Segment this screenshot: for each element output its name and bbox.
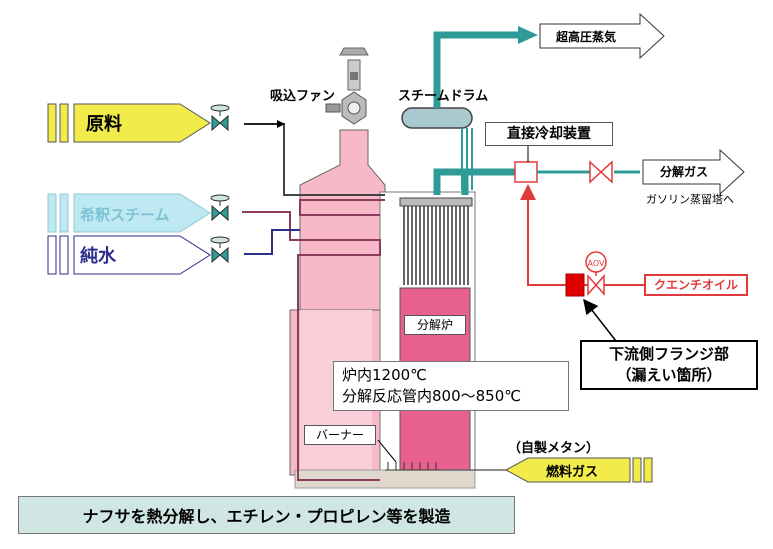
valve-icon[interactable] xyxy=(589,160,613,184)
super-high-steam-arrow xyxy=(539,12,665,60)
fan-icon xyxy=(325,91,367,125)
flange-line-1: 下流側フランジ部 xyxy=(608,345,729,363)
steam-drum xyxy=(401,107,473,129)
valve-icon[interactable] xyxy=(210,194,230,222)
burner-pointer xyxy=(377,439,397,463)
to-gasoline-label: ガソリン蒸留塔へ xyxy=(646,193,734,206)
flange-leak-icon xyxy=(565,273,585,297)
cracking-furnace-label: 分解炉 xyxy=(404,315,466,335)
feed-dilution-steam xyxy=(47,193,211,233)
quench-oil-label: クエンチオイル xyxy=(644,274,748,296)
quench-oil-line xyxy=(520,184,644,286)
temperature-note: 炉内1200℃ 分解反応管内800～850℃ xyxy=(333,361,569,411)
feed-label-raw: 原料 xyxy=(86,113,122,135)
feed-raw-material xyxy=(47,103,211,143)
burner-label: バーナー xyxy=(304,425,376,445)
feed-pure-water xyxy=(47,235,211,275)
reaction-tubes xyxy=(403,205,469,285)
super-steam-label: 超高圧蒸気 xyxy=(555,29,616,44)
feed-label-steam: 希釈スチーム xyxy=(80,206,170,224)
stack xyxy=(339,47,369,91)
burners xyxy=(385,462,440,471)
drum-label: スチームドラム xyxy=(398,89,488,104)
steam-arrow-icon xyxy=(518,26,538,44)
fuel-gas-input xyxy=(504,457,653,483)
temperature-line-furnace: 炉内1200℃ xyxy=(342,366,428,384)
caption: ナフサを熱分解し、エチレン・プロピレン等を製造 xyxy=(18,496,515,534)
cracked-gas-label: 分解ガス xyxy=(660,164,708,179)
fan-label: 吸込ファン xyxy=(270,88,335,104)
methane-label: （自製メタン） xyxy=(508,440,599,456)
leak-pointer xyxy=(583,298,617,342)
valve-icon[interactable] xyxy=(587,274,605,296)
direct-cooler-label: 直接冷却装置 xyxy=(485,122,613,146)
flange-leak-note: 下流側フランジ部 （漏えい箇所） xyxy=(580,340,758,390)
valve-icon[interactable] xyxy=(210,236,230,264)
feed-label-water: 純水 xyxy=(80,245,117,267)
fuel-gas-label: 燃料ガス xyxy=(546,464,598,480)
direct-cooler xyxy=(514,161,538,183)
valve-icon[interactable] xyxy=(210,104,230,132)
flange-line-2: （漏えい箇所） xyxy=(616,366,722,384)
temperature-line-tubes: 分解反応管内800～850℃ xyxy=(342,387,522,405)
drum-connections xyxy=(461,128,473,190)
steam-lines xyxy=(433,31,520,195)
tube-header xyxy=(399,197,473,207)
cracked-gas-arrow xyxy=(642,148,745,196)
aov-label: AOV xyxy=(588,259,605,268)
